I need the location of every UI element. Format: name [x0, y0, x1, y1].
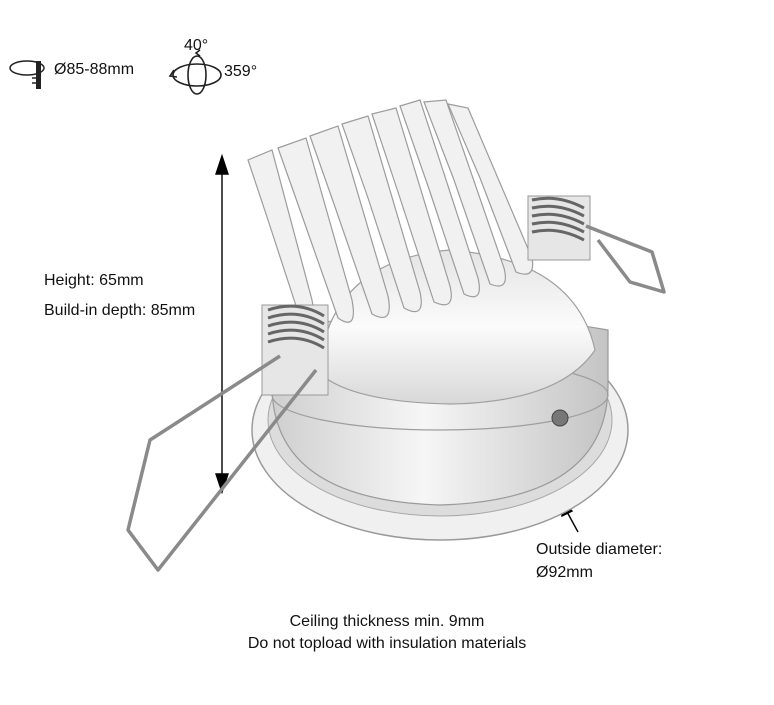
spring-clip-right — [527, 195, 666, 294]
cutout-label: Ø85-88mm — [54, 61, 135, 78]
build-in-depth-label: Build-in depth: 85mm — [44, 302, 196, 319]
insulation-note: Do not topload with insulation materials — [247, 635, 527, 652]
outside-diameter-value: Ø92mm — [536, 564, 593, 581]
rotation-icon — [168, 49, 222, 95]
downlight-body — [251, 249, 629, 541]
height-arrow — [215, 153, 229, 495]
outside-diameter-label: Outside diameter: — [536, 541, 663, 558]
height-label: Height: 65mm — [44, 272, 144, 289]
ceiling-cutout-icon — [9, 60, 45, 89]
rotation-angle-label: 359° — [224, 63, 258, 80]
ceiling-thickness-note: Ceiling thickness min. 9mm — [289, 613, 485, 630]
tilt-angle-label: 40° — [184, 37, 209, 54]
spring-clip-left — [126, 304, 329, 572]
heatsink-fins — [247, 99, 534, 323]
